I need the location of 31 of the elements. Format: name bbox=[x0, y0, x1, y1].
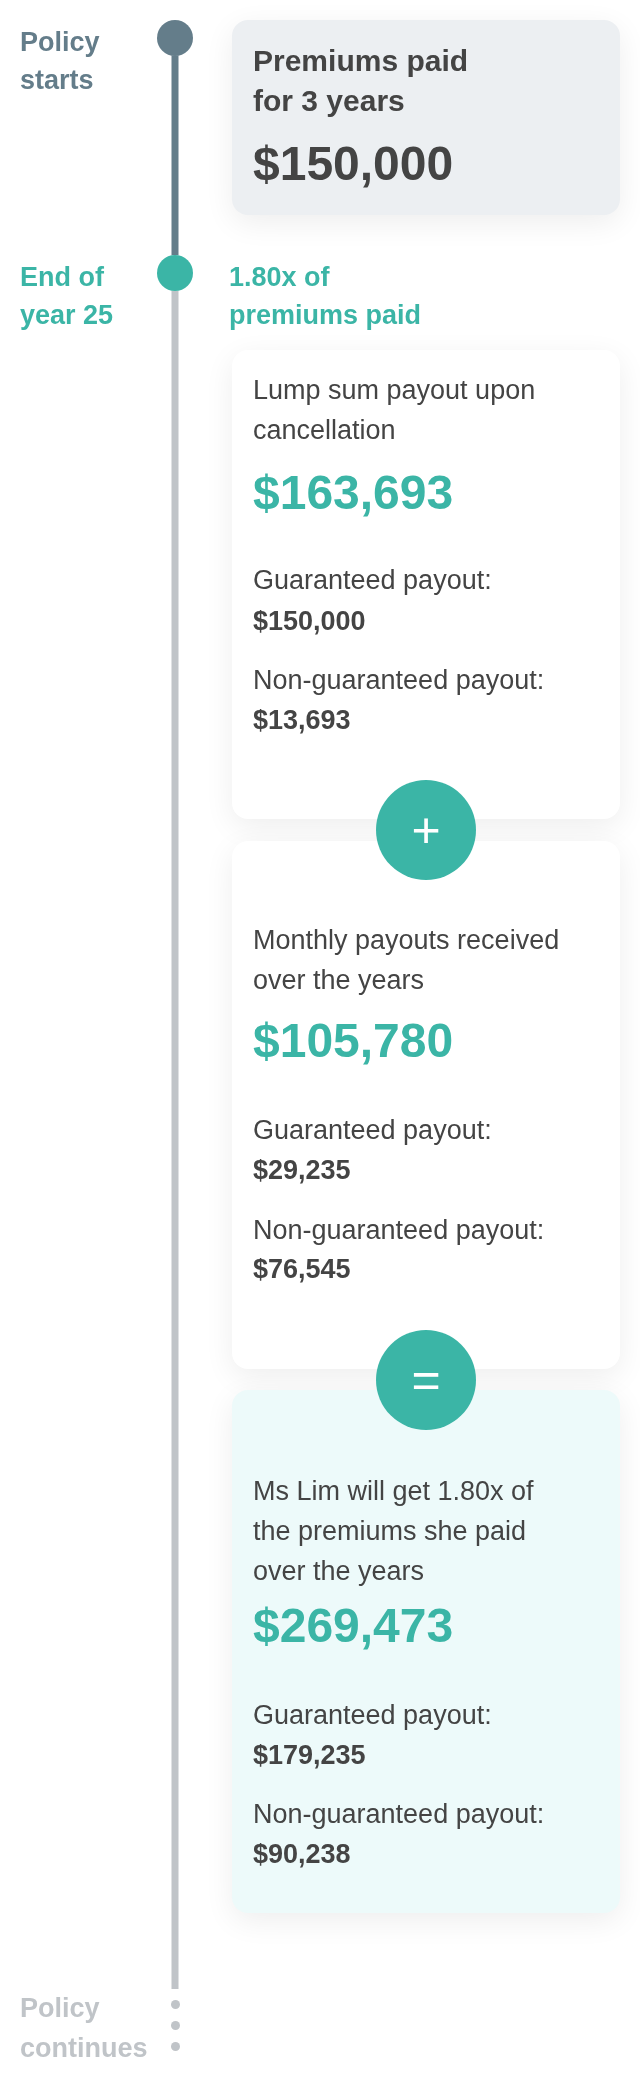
payout-label: Guaranteed payout: bbox=[253, 1113, 492, 1147]
premium-amount: $150,000 bbox=[253, 135, 454, 192]
payout-value: $13,693 bbox=[253, 703, 351, 737]
payout-value: $76,545 bbox=[253, 1252, 351, 1286]
timeline-dot bbox=[157, 255, 193, 291]
payout-card bbox=[232, 350, 620, 819]
timeline-dot bbox=[157, 19, 193, 56]
payout-amount: $269,473 bbox=[253, 1598, 454, 1655]
payout-amount: $163,693 bbox=[253, 465, 454, 522]
payout-label: Non-guaranteed payout: bbox=[253, 1797, 545, 1831]
payout-value: $179,235 bbox=[253, 1738, 366, 1772]
vertical-dots-icon bbox=[170, 2000, 180, 2051]
payout-card bbox=[232, 1390, 620, 1913]
payout-amount: $105,780 bbox=[253, 1013, 454, 1070]
card-heading: Premiums paid for 3 years bbox=[253, 42, 470, 119]
milestone-label: Policy continues bbox=[20, 1991, 149, 2065]
card-description: Ms Lim will get 1.80x of the premiums she paid over the years bbox=[253, 1474, 535, 1588]
card-description: Lump sum payout upon cancellation bbox=[253, 373, 537, 447]
payout-value: $29,235 bbox=[253, 1153, 351, 1187]
card-description: Monthly payouts received over the years bbox=[253, 923, 561, 997]
milestone-label: Policy starts bbox=[20, 25, 101, 97]
payout-label: Non-guaranteed payout: bbox=[253, 1213, 545, 1247]
payout-value: $150,000 bbox=[253, 604, 366, 638]
payout-label: Guaranteed payout: bbox=[253, 1698, 492, 1732]
payout-label: Non-guaranteed payout: bbox=[253, 663, 545, 697]
section-heading: 1.80x of premiums paid bbox=[229, 260, 423, 332]
payout-card bbox=[232, 841, 620, 1369]
payout-value: $90,238 bbox=[253, 1837, 351, 1871]
payout-label: Guaranteed payout: bbox=[253, 563, 492, 597]
timeline-line bbox=[171, 55, 179, 255]
milestone-label: End of year 25 bbox=[20, 260, 115, 332]
